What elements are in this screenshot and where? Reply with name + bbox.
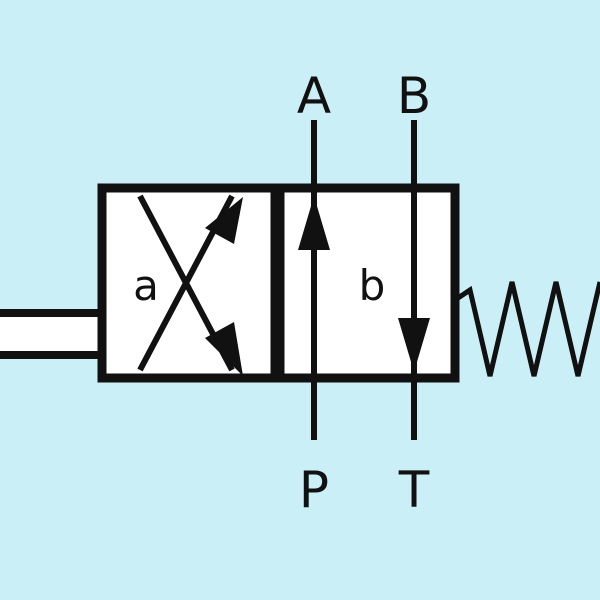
arrow-head-up-right — [205, 197, 243, 244]
crossed-flow-arrows — [137, 194, 243, 376]
port-label-a: A — [297, 67, 331, 125]
port-label-p: P — [299, 461, 329, 519]
position-label-b: b — [359, 261, 386, 310]
port-label-t: T — [398, 461, 430, 519]
port-label-b: B — [397, 67, 431, 125]
position-label-a: a — [133, 261, 159, 310]
valve-position-b-box — [270, 183, 460, 383]
arrow-head-down-right — [205, 322, 243, 376]
arrow-head-down — [398, 318, 430, 372]
actuator-plunger — [0, 309, 106, 359]
port-lines — [298, 120, 430, 440]
arrow-head-up — [298, 196, 330, 250]
return-spring — [453, 281, 600, 377]
